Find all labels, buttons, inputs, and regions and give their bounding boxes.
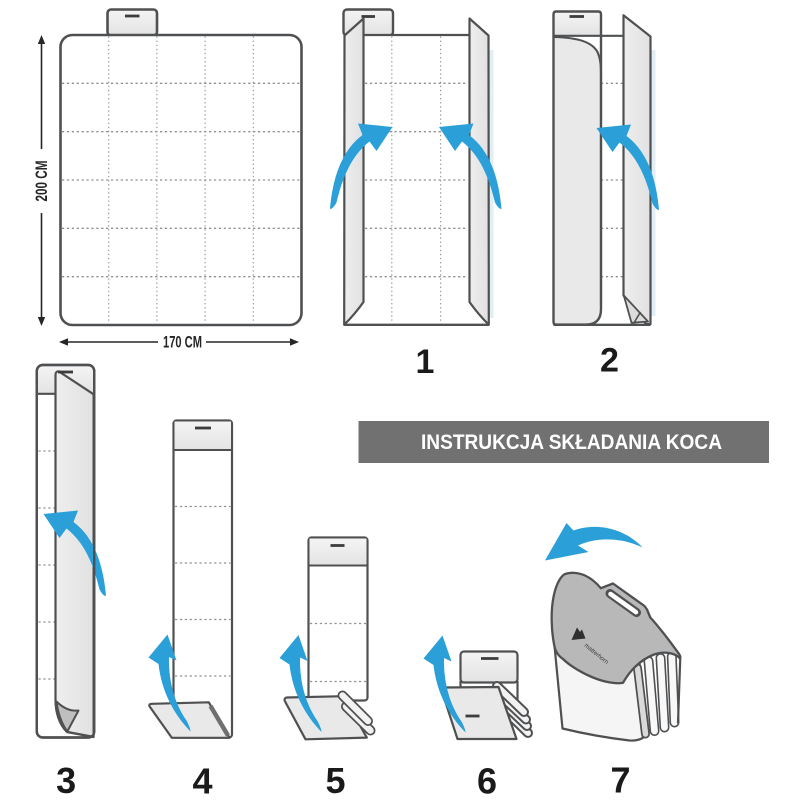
svg-text:170 CM: 170 CM — [163, 334, 202, 352]
svg-text:7: 7 — [610, 760, 630, 800]
svg-text:5: 5 — [325, 760, 345, 800]
svg-text:200 CM: 200 CM — [33, 161, 51, 202]
svg-text:INSTRUKCJA SKŁADANIA KOCA: INSTRUKCJA SKŁADANIA KOCA — [421, 431, 722, 454]
svg-text:4: 4 — [192, 761, 212, 800]
svg-text:2: 2 — [600, 342, 619, 380]
svg-text:1: 1 — [416, 343, 435, 381]
svg-text:6: 6 — [477, 761, 497, 800]
svg-text:3: 3 — [56, 760, 76, 800]
